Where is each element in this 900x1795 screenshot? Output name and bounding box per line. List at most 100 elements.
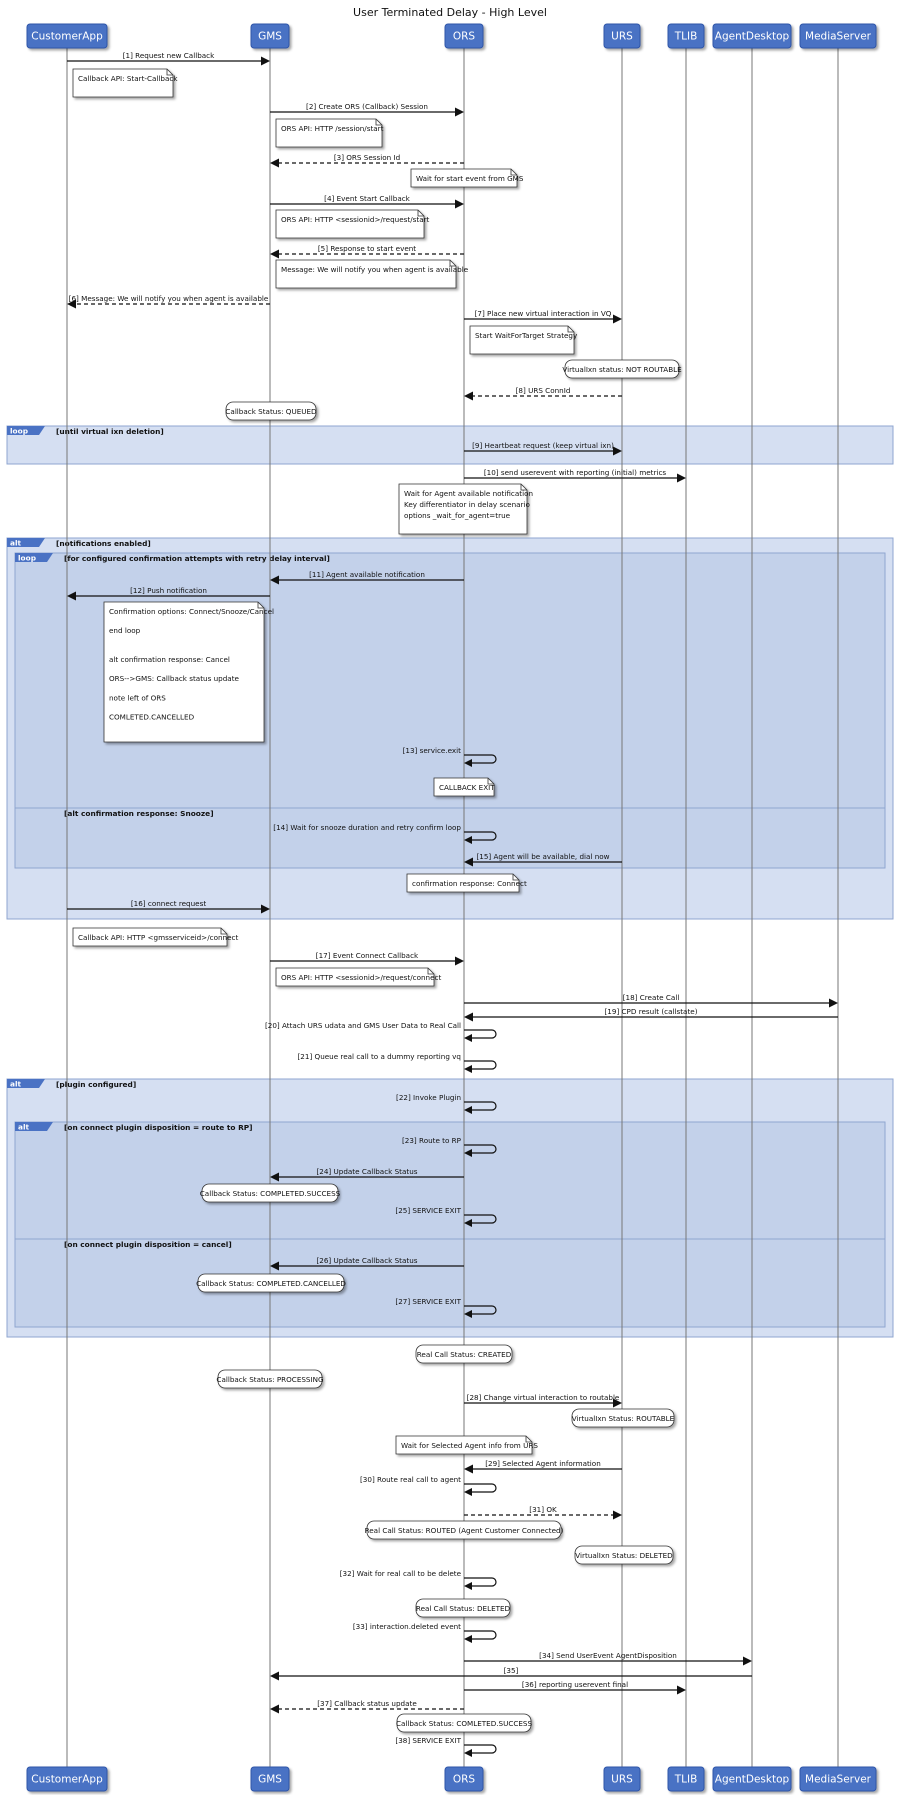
arrowhead bbox=[829, 998, 838, 1008]
message: [38] SERVICE EXIT bbox=[395, 1736, 497, 1757]
message-label: [29] Selected Agent information bbox=[485, 1459, 601, 1468]
note-text: ORS API: HTTP /session/start bbox=[281, 124, 384, 133]
diagram-title: User Terminated Delay - High Level bbox=[353, 6, 547, 19]
participant-box bbox=[26, 23, 108, 49]
arrowhead bbox=[677, 1685, 686, 1695]
message-label: [18] Create Call bbox=[623, 993, 680, 1002]
message: [17] Event Connect Callback bbox=[270, 951, 464, 966]
status-note: Callback Status: PROCESSING bbox=[216, 1369, 324, 1389]
note-fold bbox=[166, 69, 173, 76]
group-keyword: alt bbox=[10, 1080, 22, 1089]
note-text: Callback Status: QUEUED bbox=[225, 407, 317, 416]
note: Wait for start event from GMS bbox=[410, 168, 524, 188]
arrowhead bbox=[613, 1398, 622, 1408]
message-label: [13] service.exit bbox=[403, 746, 462, 755]
message: [21] Queue real call to a dummy reportin… bbox=[298, 1052, 497, 1073]
message: [6] Message: We will notify you when age… bbox=[67, 294, 270, 309]
note-fold bbox=[220, 928, 227, 935]
note-box bbox=[574, 1545, 674, 1565]
note-fold bbox=[427, 968, 434, 975]
message-label: [38] SERVICE EXIT bbox=[395, 1736, 461, 1745]
group-keyword-tab bbox=[15, 1122, 53, 1131]
note-box bbox=[201, 1183, 339, 1203]
note-box bbox=[396, 1713, 532, 1733]
message-label: [31] OK bbox=[529, 1505, 557, 1514]
arrowhead bbox=[464, 1219, 472, 1227]
note-text: Callback Status: COMPLETED.CANCELLED bbox=[196, 1279, 346, 1288]
note: Callback API: Start-Callback bbox=[72, 68, 178, 98]
status-note: Callback Status: COMPLETED.SUCCESS bbox=[200, 1183, 341, 1203]
note-text: Wait for start event from GMS bbox=[416, 174, 524, 183]
participant-box bbox=[26, 1766, 108, 1792]
message-label: [21] Queue real call to a dummy reportin… bbox=[298, 1052, 462, 1061]
group-keyword-tab bbox=[15, 553, 53, 562]
arrowhead bbox=[261, 904, 270, 914]
message-label: [11] Agent available notification bbox=[309, 570, 425, 579]
status-note: Callback Status: COMPLETED.CANCELLED bbox=[196, 1273, 346, 1293]
participant-ors-top: ORS bbox=[444, 23, 484, 49]
note-box bbox=[564, 359, 680, 379]
participant-label: TLIB bbox=[674, 31, 698, 43]
note-box bbox=[415, 1598, 511, 1618]
arrowhead bbox=[464, 857, 473, 867]
participant-box bbox=[603, 1766, 641, 1792]
note-text: CALLBACK EXIT bbox=[439, 783, 495, 792]
note-box bbox=[469, 325, 575, 355]
note: ORS API: HTTP <sessionid>/request/connec… bbox=[275, 967, 441, 987]
participant-label: ORS bbox=[453, 31, 476, 43]
note-fold bbox=[375, 119, 382, 126]
note-text: alt confirmation response: Cancel bbox=[109, 655, 230, 664]
group-frame: loop [until virtual ixn deletion] bbox=[6, 425, 894, 465]
participant-urs-bottom: URS bbox=[603, 1766, 641, 1792]
message: [30] Route real call to agent bbox=[360, 1475, 497, 1496]
note-box bbox=[571, 1408, 675, 1428]
message-label: [3] ORS Session Id bbox=[334, 153, 400, 162]
participant-tlib-bottom: TLIB bbox=[667, 1766, 705, 1792]
participant-tlib-top: TLIB bbox=[667, 23, 705, 49]
arrowhead bbox=[464, 1310, 472, 1318]
message: [32] Wait for real call to be delete bbox=[340, 1569, 497, 1590]
note-text: ORS API: HTTP <sessionid>/request/connec… bbox=[281, 973, 441, 982]
note-text: options _wait_for_agent=true bbox=[404, 511, 511, 520]
note-text: ORS API: HTTP <sessionid>/request/start bbox=[281, 215, 430, 224]
message-arrow bbox=[464, 1630, 497, 1640]
message-label: [2] Create ORS (Callback) Session bbox=[306, 102, 428, 111]
participant-label: URS bbox=[611, 1774, 633, 1786]
message-label: [20] Attach URS udata and GMS User Data … bbox=[265, 1021, 461, 1030]
arrowhead bbox=[464, 759, 472, 767]
note-text: end loop bbox=[109, 626, 141, 635]
note-text: Callback Status: PROCESSING bbox=[216, 1375, 323, 1384]
note-text: Real Call Status: CREATED bbox=[417, 1350, 512, 1359]
message: [16] connect request bbox=[67, 899, 270, 914]
message-label: [6] Message: We will notify you when age… bbox=[69, 294, 269, 303]
note-text: COMLETED.CANCELLED bbox=[109, 713, 195, 722]
arrowhead bbox=[261, 56, 270, 66]
arrowhead bbox=[464, 1749, 472, 1757]
participant-box bbox=[799, 23, 877, 49]
message-arrow bbox=[464, 1101, 497, 1111]
group-condition: [plugin configured] bbox=[56, 1080, 136, 1089]
note-fold bbox=[525, 1436, 532, 1443]
arrowhead bbox=[270, 1261, 279, 1271]
group-condition: [until virtual ixn deletion] bbox=[56, 427, 164, 436]
note: confirmation response: Connect bbox=[406, 873, 527, 893]
group-keyword: loop bbox=[10, 427, 28, 436]
note-text: Callback Status: COMPLETED.SUCCESS bbox=[200, 1189, 341, 1198]
status-note: Real Call Status: CREATED bbox=[415, 1344, 513, 1364]
participant-box bbox=[444, 23, 484, 49]
participant-agentdesktop-top: AgentDesktop bbox=[712, 23, 792, 49]
note-box bbox=[433, 777, 495, 797]
message: [25] SERVICE EXIT bbox=[395, 1206, 497, 1227]
message: [9] Heartbeat request (keep virtual ixn) bbox=[464, 441, 622, 456]
note-box bbox=[275, 967, 435, 987]
message-label: [10] send userevent with reporting (init… bbox=[484, 468, 667, 477]
note-box bbox=[225, 401, 317, 421]
message-label: [23] Route to RP bbox=[402, 1136, 462, 1145]
participant-box bbox=[667, 23, 705, 49]
arrowhead bbox=[464, 1012, 473, 1022]
note-box bbox=[103, 601, 265, 743]
note-box bbox=[217, 1369, 323, 1389]
message-label: [5] Response to start event bbox=[318, 244, 416, 253]
note-box bbox=[72, 927, 228, 947]
message: [8] URS ConnId bbox=[464, 386, 622, 401]
